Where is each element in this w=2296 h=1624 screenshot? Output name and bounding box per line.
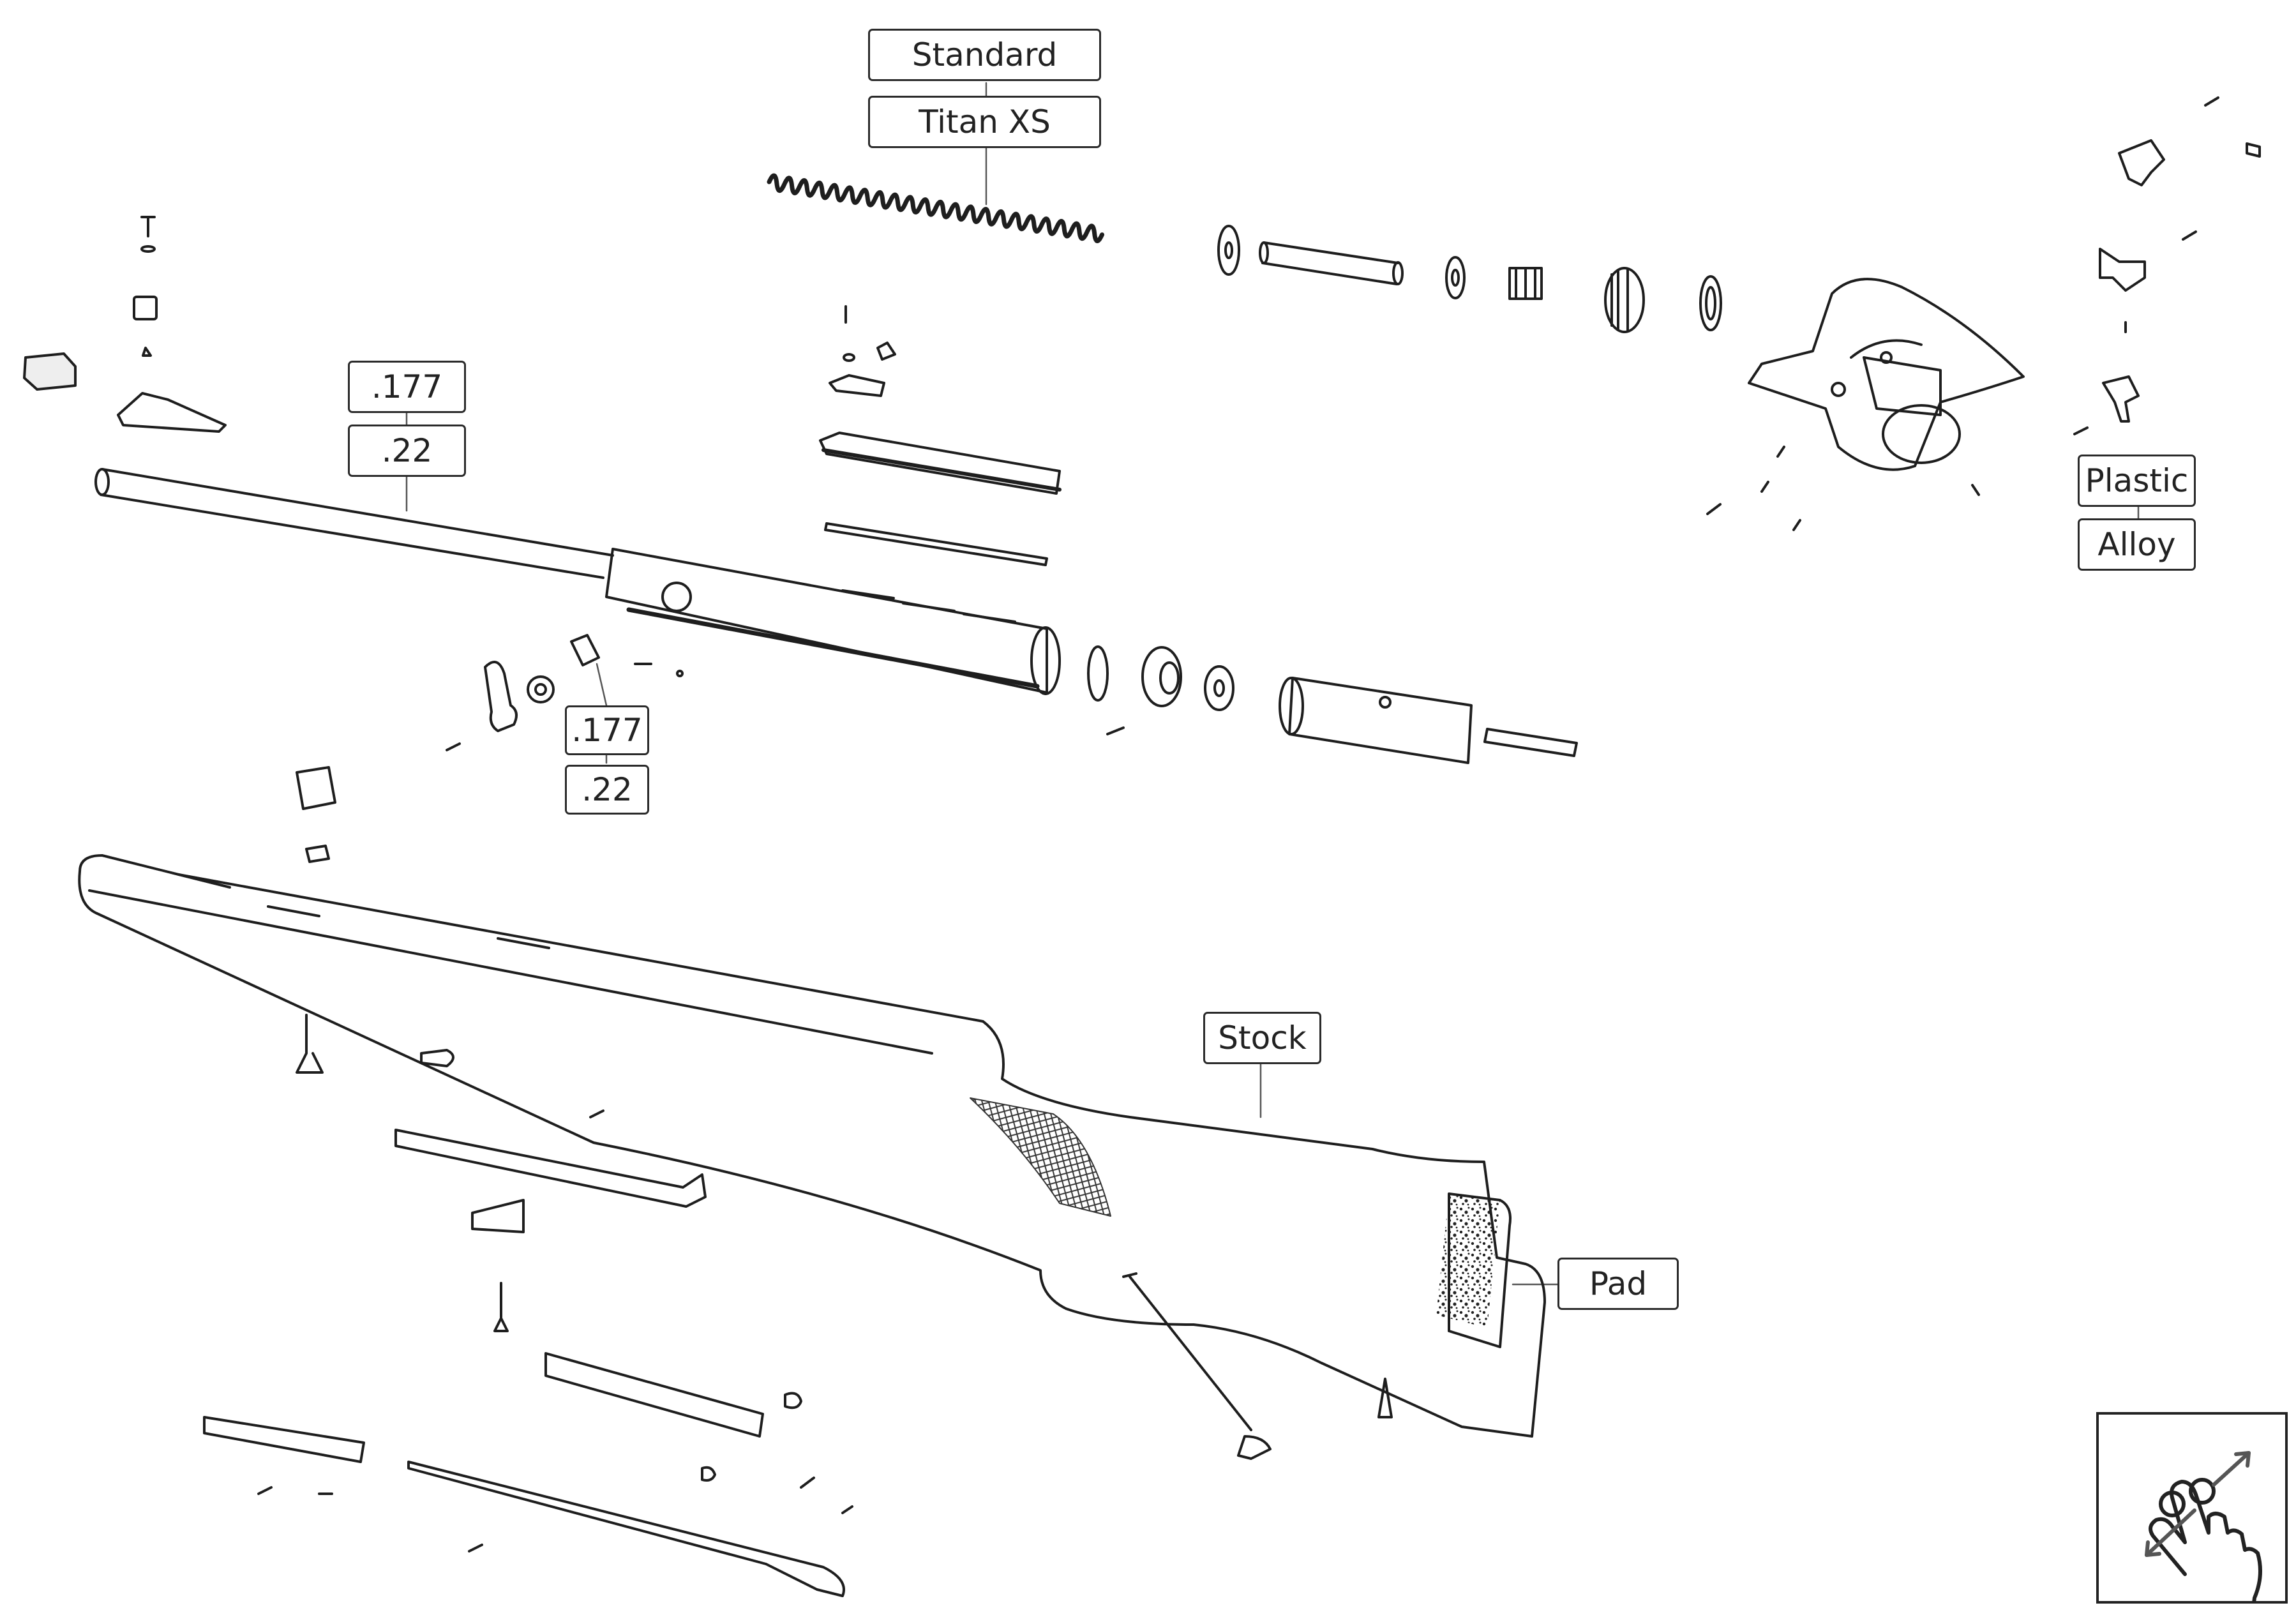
scope-rail-parts: [819, 305, 1062, 566]
spring-option-titan-xs[interactable]: Titan XS: [868, 96, 1101, 148]
trigger-small-parts: [1706, 96, 2261, 531]
spring-guide-parts: [1217, 225, 1722, 333]
hand-gesture-icon: [2145, 1451, 2262, 1624]
trigger-housing: [1748, 278, 2025, 471]
pad-label[interactable]: Pad: [1557, 1258, 1679, 1310]
spring-option-standard[interactable]: Standard: [868, 29, 1101, 81]
barrel-assembly: [94, 468, 1061, 695]
breech-calibre-177[interactable]: .177: [565, 705, 649, 755]
breech-calibre-22[interactable]: .22: [565, 765, 649, 815]
trigger-option-plastic[interactable]: Plastic: [2078, 455, 2196, 507]
pinch-zoom-icon[interactable]: [2096, 1412, 2288, 1624]
mainspring: [767, 173, 1104, 244]
leader-lines: [405, 82, 2140, 1286]
stock-hardware: [203, 766, 1393, 1597]
front-sight-parts: [23, 216, 227, 433]
barrel-calibre-177[interactable]: .177: [348, 361, 466, 413]
piston-parts: [1087, 645, 1578, 764]
breech-parts: [446, 634, 684, 751]
barrel-calibre-22[interactable]: .22: [348, 425, 466, 477]
stock-label[interactable]: Stock: [1203, 1012, 1321, 1064]
stock-body: [78, 854, 1546, 1438]
trigger-option-alloy[interactable]: Alloy: [2078, 518, 2196, 571]
